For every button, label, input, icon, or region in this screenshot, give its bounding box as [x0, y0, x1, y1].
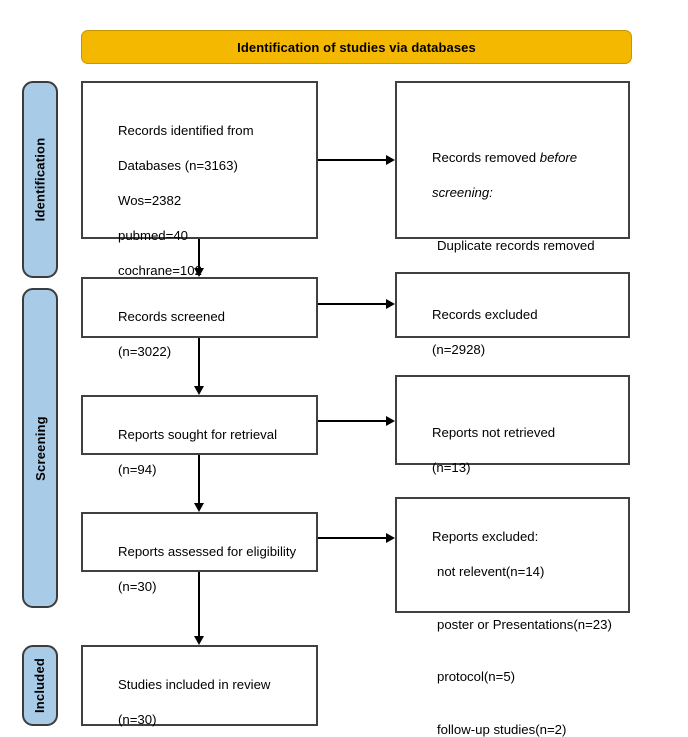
box-records-screened: Records screened (n=3022) — [81, 277, 318, 359]
line-records-identified-3: pubmed=40 — [117, 228, 189, 244]
arrowhead-identified-to-screened — [193, 268, 204, 277]
line-studies-included-0: Studies included in review — [117, 676, 271, 692]
box-records-identified: Records identified from Databases (n=316… — [81, 81, 318, 314]
connector-sought-to-not-retrieved — [318, 420, 386, 422]
box-reports-assessed: Reports assessed for eligibility (n=30) — [81, 512, 318, 594]
box-reports-excluded: Reports excluded: not relevent(n=14) pos… — [395, 497, 630, 737]
box-records-removed-text: Records removed before screening: Duplic… — [410, 131, 620, 307]
line-records-screened-0: Records screened — [117, 308, 226, 324]
line-reports-excluded-reason-1: poster or Presentations(n=23) — [437, 616, 612, 632]
box-reports-sought-text: Reports sought for retrieval (n=94) — [96, 408, 308, 496]
line-reports-sought-1: (n=94) — [117, 461, 157, 477]
line-reports-excluded-reason-3: follow-up studies(n=2) — [437, 722, 567, 737]
arrowhead-sought-to-assessed — [193, 503, 204, 512]
line-reports-excluded-reason-2: protocol(n=5) — [437, 669, 516, 685]
line-records-identified-2: Wos=2382 — [117, 192, 182, 208]
line-records-identified-1: Databases (n=3163) — [117, 157, 238, 173]
box-reports-not-retrieved-text: Reports not retrieved (n=13) — [410, 406, 620, 494]
line-records-identified-0: Records identified from — [117, 122, 254, 138]
line-reports-assessed-1: (n=30) — [117, 578, 157, 594]
line-records-removed-italic-screening: screening: — [431, 184, 493, 200]
stage-pill-screening: Screening — [22, 288, 58, 608]
stage-pill-identification: Identification — [22, 81, 58, 278]
arrowhead-assessed-to-included — [193, 636, 204, 645]
stage-pill-included-label: Included — [32, 657, 48, 714]
box-studies-included-text: Studies included in review (n=30) Report… — [96, 658, 308, 737]
banner-identification-via-databases: Identification of studies via databases — [81, 30, 632, 64]
box-reports-assessed-text: Reports assessed for eligibility (n=30) — [96, 525, 308, 613]
box-records-removed: Records removed before screening: Duplic… — [395, 81, 630, 288]
line-records-removed-plain: Records removed — [431, 149, 540, 165]
line-reports-not-retrieved-1: (n=13) — [431, 459, 471, 475]
arrowhead-assessed-to-excluded — [386, 532, 395, 543]
line-reports-not-retrieved-0: Reports not retrieved — [431, 424, 556, 440]
line-reports-excluded-reason-0: not relevent(n=14) — [437, 563, 545, 579]
stage-pill-screening-label: Screening — [32, 415, 48, 481]
line-studies-included-1: (n=30) — [117, 711, 157, 727]
arrowhead-screened-to-excluded — [386, 298, 395, 309]
line-reports-excluded-heading: Reports excluded: — [431, 528, 539, 544]
arrowhead-identified-to-removed — [386, 154, 395, 165]
connector-assessed-to-excluded — [318, 537, 386, 539]
box-studies-included: Studies included in review (n=30) Report… — [81, 645, 318, 727]
arrowhead-screened-to-sought — [193, 386, 204, 395]
stage-pill-identification-label: Identification — [32, 137, 48, 222]
box-records-screened-text: Records screened (n=3022) — [96, 290, 308, 378]
connector-identified-to-screened — [198, 239, 200, 269]
connector-screened-to-excluded — [318, 303, 386, 305]
line-records-removed-duplicate: Duplicate records removed — [437, 237, 595, 253]
stage-pill-included: Included — [22, 645, 58, 726]
box-reports-not-retrieved: Reports not retrieved (n=13) — [395, 375, 630, 475]
box-records-excluded-text: Records excluded (n=2928) — [410, 288, 620, 376]
arrowhead-sought-to-not-retrieved — [386, 415, 395, 426]
connector-identified-to-removed — [318, 159, 386, 161]
box-records-excluded: Records excluded (n=2928) — [395, 272, 630, 357]
connector-assessed-to-included — [198, 572, 200, 636]
line-reports-sought-0: Reports sought for retrieval — [117, 426, 278, 442]
box-reports-sought: Reports sought for retrieval (n=94) — [81, 395, 318, 477]
connector-sought-to-assessed — [198, 455, 200, 503]
line-records-removed-italic-before: before — [539, 149, 578, 165]
line-records-identified-4: cochrane=102 — [117, 263, 202, 279]
box-reports-excluded-text: Reports excluded: not relevent(n=14) pos… — [410, 510, 620, 737]
banner-title: Identification of studies via databases — [237, 39, 476, 55]
line-records-excluded-0: Records excluded — [431, 306, 538, 322]
connector-screened-to-sought — [198, 338, 200, 386]
line-records-screened-1: (n=3022) — [117, 343, 172, 359]
line-reports-assessed-0: Reports assessed for eligibility — [117, 543, 297, 559]
line-records-excluded-1: (n=2928) — [431, 341, 486, 357]
